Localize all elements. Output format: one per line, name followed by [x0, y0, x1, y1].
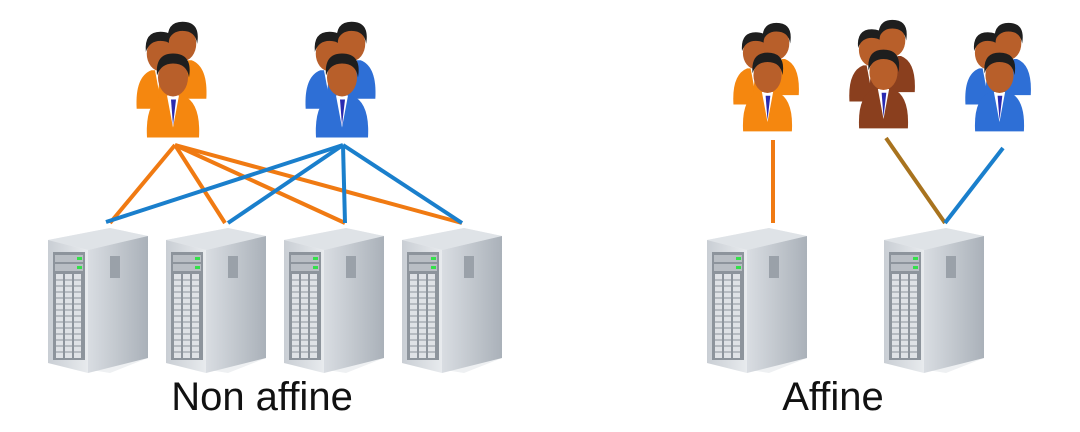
server-tower-icon-2 — [166, 228, 266, 373]
link-orange-server4 — [174, 143, 463, 225]
server-tower-icon-4 — [402, 228, 502, 373]
affine-label: Affine — [782, 375, 884, 419]
connection-lines — [105, 136, 1005, 225]
link-orange-server1 — [108, 143, 177, 225]
server-tower-icon-1 — [48, 228, 148, 373]
server-tower-icon-affine-1 — [707, 228, 807, 373]
user-group-icon-blue-affine — [965, 23, 1031, 132]
link-orange-server3 — [174, 143, 346, 225]
server-tower-icon-affine-2 — [884, 228, 984, 373]
user-group-icon-brown-affine — [849, 20, 915, 129]
link-blue-server1 — [105, 143, 344, 224]
user-group-icon-orange — [136, 22, 206, 138]
link-affine-brown — [884, 136, 947, 225]
link-affine-blue — [943, 146, 1005, 225]
user-group-icon-blue — [305, 22, 375, 138]
user-group-icon-orange-affine — [733, 23, 799, 132]
link-blue-server3 — [341, 144, 347, 224]
link-orange-server2 — [173, 143, 227, 225]
link-blue-server2 — [226, 143, 345, 225]
link-blue-server4 — [341, 143, 464, 225]
non-affine-label: Non affine — [171, 375, 353, 419]
server-tower-icon-3 — [284, 228, 384, 373]
